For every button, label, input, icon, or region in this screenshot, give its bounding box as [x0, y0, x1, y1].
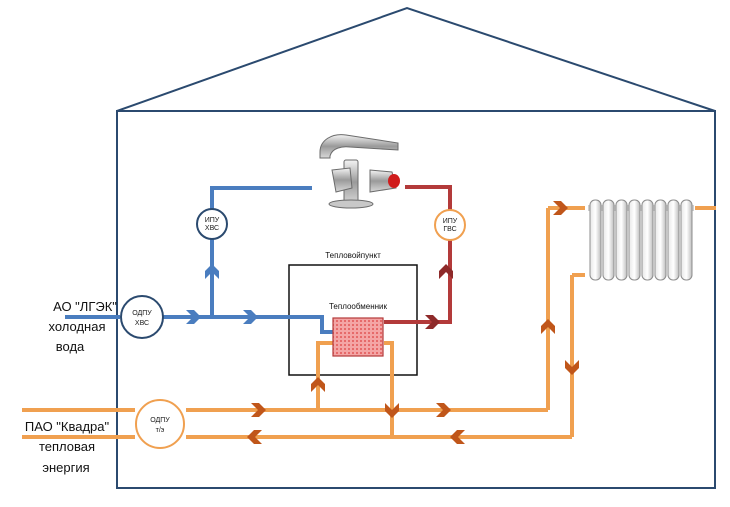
supplier-water-label: АО "ЛГЭК" холодная вода — [48, 299, 117, 354]
radiator-section — [615, 199, 628, 281]
flow-arrow-icon — [385, 403, 399, 418]
heat-point-title: Тепловойпункт — [325, 251, 381, 260]
radiator-section — [589, 199, 602, 281]
supplier-water-line1: АО "ЛГЭК" — [53, 299, 117, 314]
meter-hot-water-individual: ИПУ ГВС — [434, 209, 466, 241]
meter-cold-water-individual-line2: ХВС — [205, 225, 219, 232]
heating-pipes — [22, 206, 716, 439]
flow-arrow-icon — [436, 403, 451, 417]
flow-arrow-icon — [450, 430, 465, 444]
supplier-heat-label: ПАО "Квадра" тепловая энергия — [25, 419, 110, 475]
radiator-section — [680, 199, 693, 281]
meter-cold-water-individual: ИПУ ХВС — [196, 208, 228, 240]
heat-exchanger-title: Теплообменник — [329, 302, 388, 311]
flow-arrow-icon — [439, 264, 453, 279]
supplier-heat-line2: тепловая — [39, 439, 95, 454]
meter-heat-common-line1: ОДПУ — [150, 417, 170, 424]
radiator-section — [654, 199, 667, 281]
flow-arrow-icon — [425, 315, 440, 329]
flow-arrow-icon — [205, 264, 219, 279]
meter-cold-water-common-line2: ХВС — [135, 320, 149, 327]
meter-heat-common-line2: т/э — [156, 427, 165, 434]
meter-cold-water-common: ОДПУ ХВС — [120, 295, 164, 339]
flow-arrows — [186, 201, 579, 444]
radiator-icon — [588, 199, 694, 281]
meter-heat-common: ОДПУ т/э — [135, 399, 185, 449]
flow-arrow-icon — [565, 360, 579, 375]
radiator-section — [641, 199, 654, 281]
supplier-water-line3: вода — [56, 339, 85, 354]
meter-hot-water-individual-line2: ГВС — [443, 226, 456, 233]
supplier-heat-line1: ПАО "Квадра" — [25, 419, 110, 434]
flow-arrow-icon — [541, 319, 555, 334]
meter-hot-water-individual-line1: ИПУ — [443, 218, 458, 225]
radiator-section — [667, 199, 680, 281]
faucet-icon — [319, 134, 400, 209]
supplier-heat-line3: энергия — [42, 460, 89, 475]
meter-cold-water-common-line1: ОДПУ — [132, 310, 152, 317]
flow-arrow-icon — [243, 310, 258, 324]
flow-arrow-icon — [553, 201, 568, 215]
radiator-section — [628, 199, 641, 281]
meter-cold-water-individual-line1: ИПУ — [205, 217, 220, 224]
flow-arrow-icon — [311, 377, 325, 392]
flow-arrow-icon — [186, 310, 201, 324]
hot-water-pipes — [384, 185, 452, 324]
flow-arrow-icon — [251, 403, 266, 417]
heat-exchanger — [332, 317, 384, 357]
house-outline — [116, 6, 716, 489]
cold-water-pipes — [65, 186, 333, 334]
flow-arrow-icon — [247, 430, 262, 444]
supplier-water-line2: холодная — [48, 319, 105, 334]
radiator-manifold — [588, 205, 694, 211]
radiator-section — [602, 199, 615, 281]
